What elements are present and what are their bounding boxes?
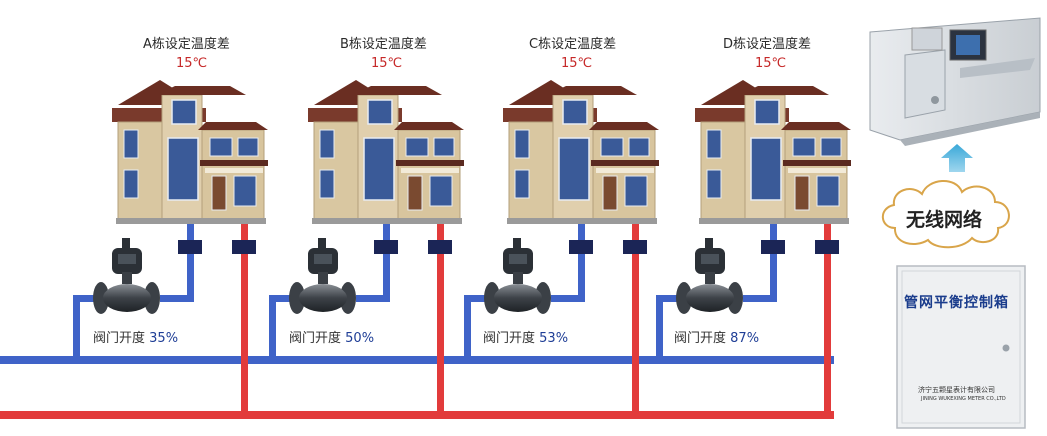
building-c-return-pipe [578, 222, 585, 302]
control-console [869, 17, 1041, 146]
building-a-supply-pipe [241, 222, 248, 415]
building-a-return-link [73, 295, 101, 302]
valve-d-value: 87% [730, 331, 760, 346]
building-b-return-riser [269, 295, 276, 360]
building-d-temp: 15℃ [755, 56, 787, 71]
return-main-pipe [0, 356, 834, 364]
building-a-valve-icon [93, 238, 160, 314]
control-box-title: 管网平衡控制箱 [904, 295, 1009, 311]
building-b-return-pipe [383, 222, 390, 302]
valve-b-value: 50% [345, 331, 375, 346]
building-a-return-link-2 [160, 295, 194, 302]
building-c-return-riser [464, 295, 471, 360]
building-c-group [464, 80, 659, 415]
valve-d-label: 阀门开度 [674, 331, 727, 346]
building-c-return-link [464, 295, 492, 302]
building-b-label: B栋设定温度差 [340, 37, 427, 52]
building-b-valve-icon [289, 238, 356, 314]
valve-c-readout: 阀门开度 53% [483, 327, 568, 346]
valve-a-value: 35% [149, 331, 179, 346]
building-a-temp: 15℃ [176, 56, 208, 71]
wireless-network-label: 无线网络 [906, 209, 983, 231]
valve-c-label: 阀门开度 [483, 331, 536, 346]
supply-main-pipe [0, 411, 834, 419]
building-d-valve-icon [676, 238, 743, 314]
valve-a-readout: 阀门开度 35% [93, 327, 178, 346]
building-d-return-pipe [770, 222, 777, 302]
building-b-temp: 15℃ [371, 56, 403, 71]
building-a-return-clamp [178, 240, 202, 254]
valve-a-label: 阀门开度 [93, 331, 146, 346]
building-c-valve-icon [484, 238, 551, 314]
building-a-return-pipe [187, 222, 194, 302]
main-pipes [0, 356, 834, 419]
building-b-return-clamp [374, 240, 398, 254]
valve-d-readout: 阀门开度 87% [674, 327, 759, 346]
building-b-house [308, 80, 464, 224]
building-d-supply-clamp [815, 240, 839, 254]
building-d-return-link [656, 295, 684, 302]
building-a-supply-clamp [232, 240, 256, 254]
building-d-return-link-2 [743, 295, 777, 302]
building-c-return-link-2 [551, 295, 585, 302]
building-b-group [269, 80, 464, 415]
building-c-supply-clamp [623, 240, 647, 254]
control-box-company: 济宁五颗星表计有限公司 [918, 386, 995, 394]
building-c-house [503, 80, 659, 224]
building-d-supply-pipe [824, 222, 831, 415]
building-d-group [656, 80, 851, 415]
building-d-return-riser [656, 295, 663, 360]
building-a-return-riser [73, 295, 80, 360]
building-a-house [112, 80, 268, 224]
building-b-return-link-2 [356, 295, 390, 302]
wireless-cloud-icon [881, 180, 1010, 249]
building-d-return-clamp [761, 240, 785, 254]
building-b-supply-pipe [437, 222, 444, 415]
building-b-supply-clamp [428, 240, 452, 254]
building-c-temp: 15℃ [561, 56, 593, 71]
valve-b-label: 阀门开度 [289, 331, 342, 346]
building-d-label: D栋设定温度差 [723, 37, 812, 52]
building-a-label: A栋设定温度差 [143, 37, 230, 52]
up-arrow-icon [941, 144, 973, 172]
building-d-house [695, 80, 851, 224]
valve-b-readout: 阀门开度 50% [289, 327, 374, 346]
building-c-return-clamp [569, 240, 593, 254]
control-box [896, 265, 1026, 429]
building-c-supply-pipe [632, 222, 639, 415]
control-box-company-en: JINING WUKEXING METER CO.,LTD [921, 396, 1006, 402]
building-b-return-link [269, 295, 297, 302]
building-a-group [73, 80, 268, 415]
valve-c-value: 53% [539, 331, 569, 346]
building-c-label: C栋设定温度差 [529, 37, 617, 52]
